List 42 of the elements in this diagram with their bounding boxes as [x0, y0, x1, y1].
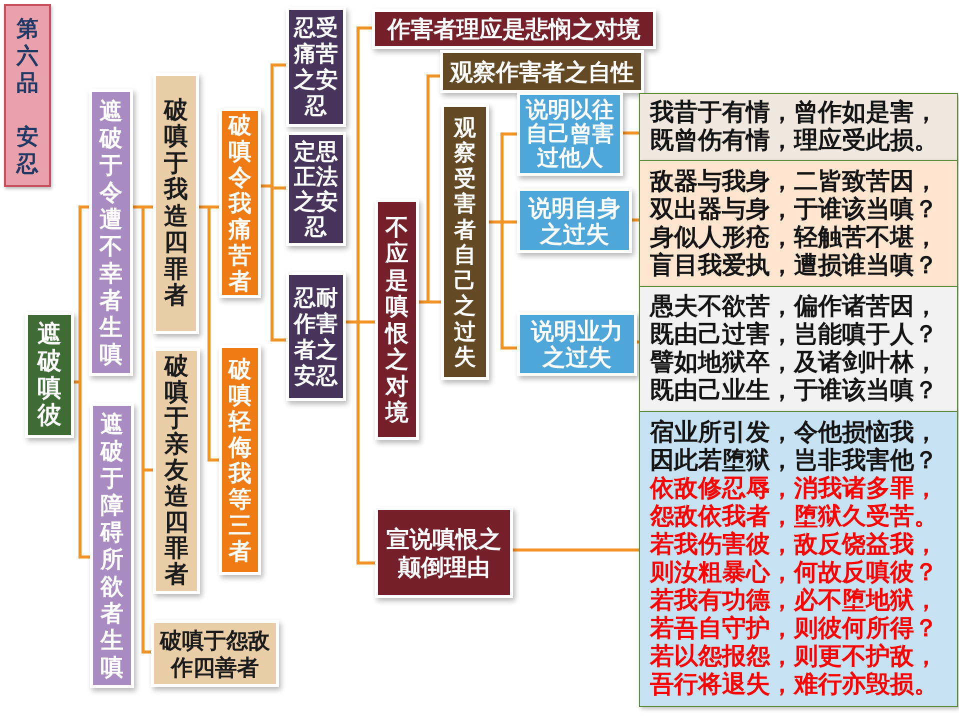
connector-line: [486, 220, 520, 350]
connector-line: [130, 206, 154, 654]
connector-line: [510, 548, 639, 552]
topic-box: 遮破于令遭不幸者生嗔: [92, 92, 130, 373]
verse-box: [639, 286, 958, 412]
topic-box: 说明以往自己曾害过他人: [520, 95, 620, 173]
topic-box: 破嗔于怨敌作四善者: [154, 623, 276, 684]
verse-text: 敌器与我身，二皆致苦因，双出器与身，于谁该当嗔？: [650, 168, 939, 224]
topic-box: 观察受害者自己之过失: [444, 107, 486, 377]
verse-box: [639, 411, 958, 707]
verse-text: 我昔于有情，曾作如是害，既曾伤有情，理应受此损。: [650, 99, 939, 155]
heading-text: 第六品: [15, 14, 40, 96]
verse-text: 若以怨报怨，则更不护敌，吾行将退失，难行亦毁损。: [650, 643, 939, 699]
topic-box: 破嗔于亲友造四罪者: [156, 351, 197, 591]
topic-box: 不应是嗔恨之对境: [378, 202, 416, 437]
connector-line: [343, 320, 378, 564]
verse-text: 依敌修忍辱，消我诸多罪，怨敌依我者，堕狱久受苦。: [650, 475, 939, 531]
topic-box: 遮破嗔彼: [28, 315, 71, 435]
verse-text: 身似人形疮，轻触苦不堪，盲目我爱执，遭损谁当嗔？: [650, 224, 939, 280]
topic-box: 破嗔轻侮我等三者: [222, 348, 258, 572]
connector-line: [620, 132, 639, 134]
topic-box: 忍受痛苦之安忍: [289, 10, 343, 124]
topic-box: 作害者理应是悲悯之对境: [375, 12, 653, 46]
topic-box: 观察作害者之自性: [443, 53, 641, 90]
heading-text: 安忍: [15, 122, 40, 176]
topic-box: 忍耐作害者之安忍: [289, 275, 343, 398]
verse-text: 若我有功德，必不堕地狱，若吾自守护，则彼何所得？: [650, 587, 939, 643]
topic-box: 破嗔于我造四罪者: [156, 76, 196, 331]
topic-box: 宣说嗔恨之颠倒理由: [378, 510, 510, 595]
topic-box: 定思正法之安忍: [289, 135, 343, 243]
verse-text: 譬如地狱卒，及诸剑叶林，既由己业生，于谁该当嗔？: [650, 349, 939, 405]
verse-text: 愚夫不欲苦，偏作诸苦因，既由己过害，岂能嗔于人？: [650, 293, 939, 349]
topic-box: 遮破于障碍所欲者生嗔: [93, 406, 131, 685]
connector-line: [196, 206, 222, 462]
topic-box: 说明自身之过失: [520, 191, 629, 250]
verse-box: [639, 93, 958, 161]
verse-text: 若我伤害彼，敌反饶益我，则汝粗暴心，何故反嗔彼？: [650, 531, 939, 587]
verse-box: [639, 160, 958, 287]
heading-box: [4, 4, 51, 187]
verse-text: 宿业所引发，令他损恼我，因此若堕狱，岂非我害他？: [650, 419, 939, 475]
topic-box: 破嗔令我痛苦者: [222, 111, 258, 295]
topic-box: 说明业力之过失: [520, 315, 634, 373]
